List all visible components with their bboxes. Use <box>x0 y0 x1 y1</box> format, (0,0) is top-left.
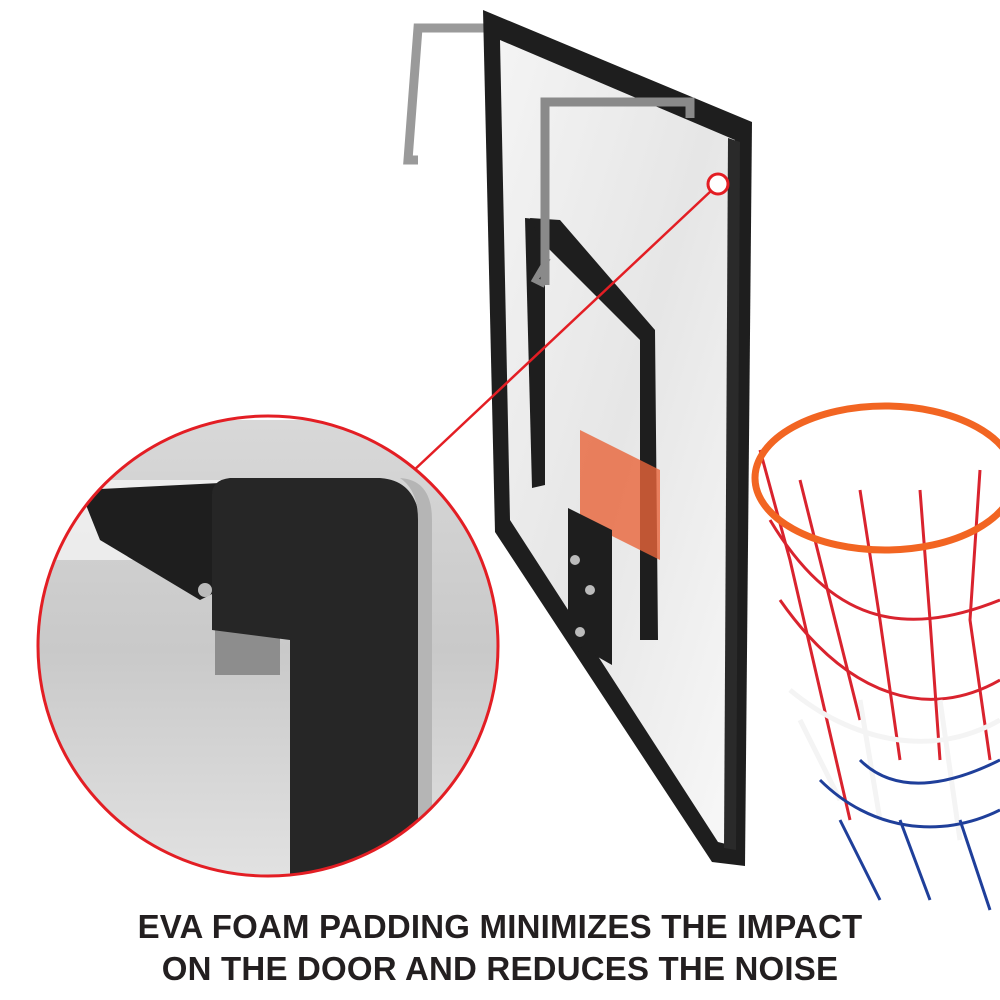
caption-line-1: EVA FOAM PADDING MINIMIZES THE IMPACT <box>137 908 863 945</box>
basketball-net <box>758 449 1000 911</box>
callout-dot <box>706 172 730 196</box>
door-hook-right <box>530 97 695 288</box>
hoop-rim <box>751 402 1000 554</box>
magnifier-callout <box>36 414 500 878</box>
backboard <box>483 10 752 866</box>
caption-line-2: ON THE DOOR AND REDUCES THE NOISE <box>161 950 839 987</box>
callout-line <box>411 189 713 473</box>
